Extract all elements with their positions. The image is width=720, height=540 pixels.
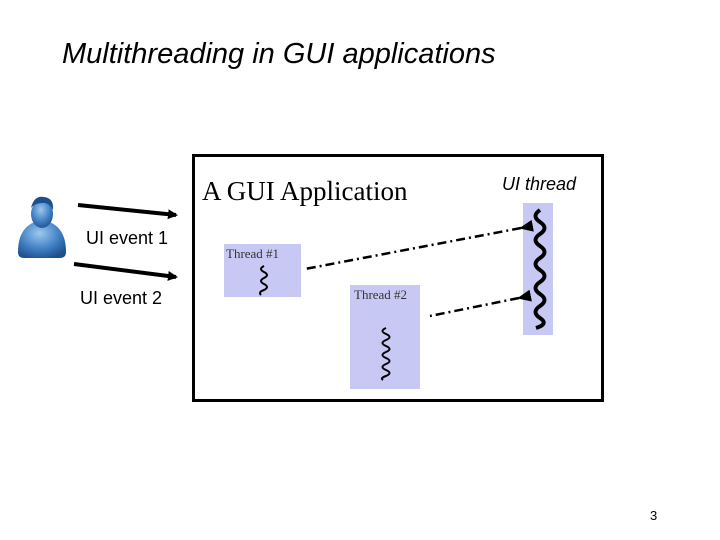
thread-1-squiggle [259, 265, 268, 296]
thread-1-label: Thread #1 [226, 246, 280, 261]
dispatch-arrow-1 [304, 219, 534, 271]
ui-thread-squiggle [533, 208, 547, 330]
ui-event-2-arrow [73, 262, 178, 281]
thread-2-box [350, 285, 420, 389]
page-number: 3 [650, 508, 658, 523]
gui-application-label: A GUI Application [202, 176, 408, 206]
ui-event-1-arrow [77, 203, 178, 220]
thread-2-label: Thread #2 [354, 287, 408, 302]
dispatch-arrow-2 [429, 289, 532, 318]
slide-title: Multithreading in GUI applications [62, 38, 496, 70]
ui-thread-label: UI thread [502, 174, 577, 194]
thread-2-squiggle [381, 327, 391, 381]
ui-event-1-label: UI event 1 [86, 228, 169, 248]
ui-event-2-label: UI event 2 [80, 288, 163, 308]
user-avatar-icon [18, 196, 66, 258]
